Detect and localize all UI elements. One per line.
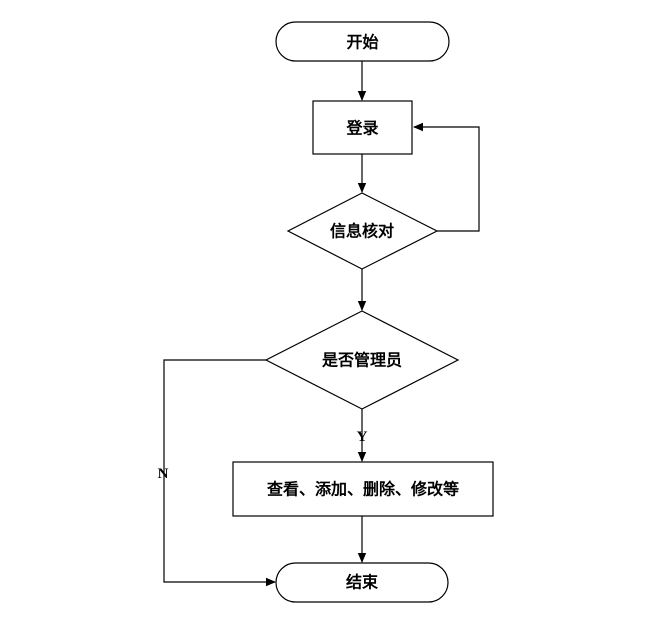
arrow-verify-fail-loop: [413, 122, 480, 232]
end-label: 结束: [345, 573, 379, 592]
operations-process-shape: [232, 461, 494, 517]
verify-label: 信息核对: [330, 222, 394, 241]
is-admin-label: 是否管理员: [321, 351, 402, 370]
start-label: 开始: [346, 33, 378, 52]
login-process-shape: [312, 100, 413, 155]
operations-node: 查看、添加、删除、修改等: [232, 461, 494, 517]
end-node: 结束: [275, 562, 449, 603]
end-terminal-shape: [275, 562, 449, 603]
is-admin-node: 是否管理员: [264, 310, 460, 410]
operations-label: 查看、添加、删除、修改等: [267, 480, 459, 499]
login-node: 登录: [312, 100, 413, 155]
yes-branch-label: Y: [357, 429, 368, 445]
start-node: 开始: [275, 21, 450, 62]
verify-node: 信息核对: [286, 192, 439, 270]
login-label: 登录: [345, 119, 378, 138]
no-branch-label: N: [158, 466, 169, 482]
arrow-no-to-end: [163, 359, 276, 587]
